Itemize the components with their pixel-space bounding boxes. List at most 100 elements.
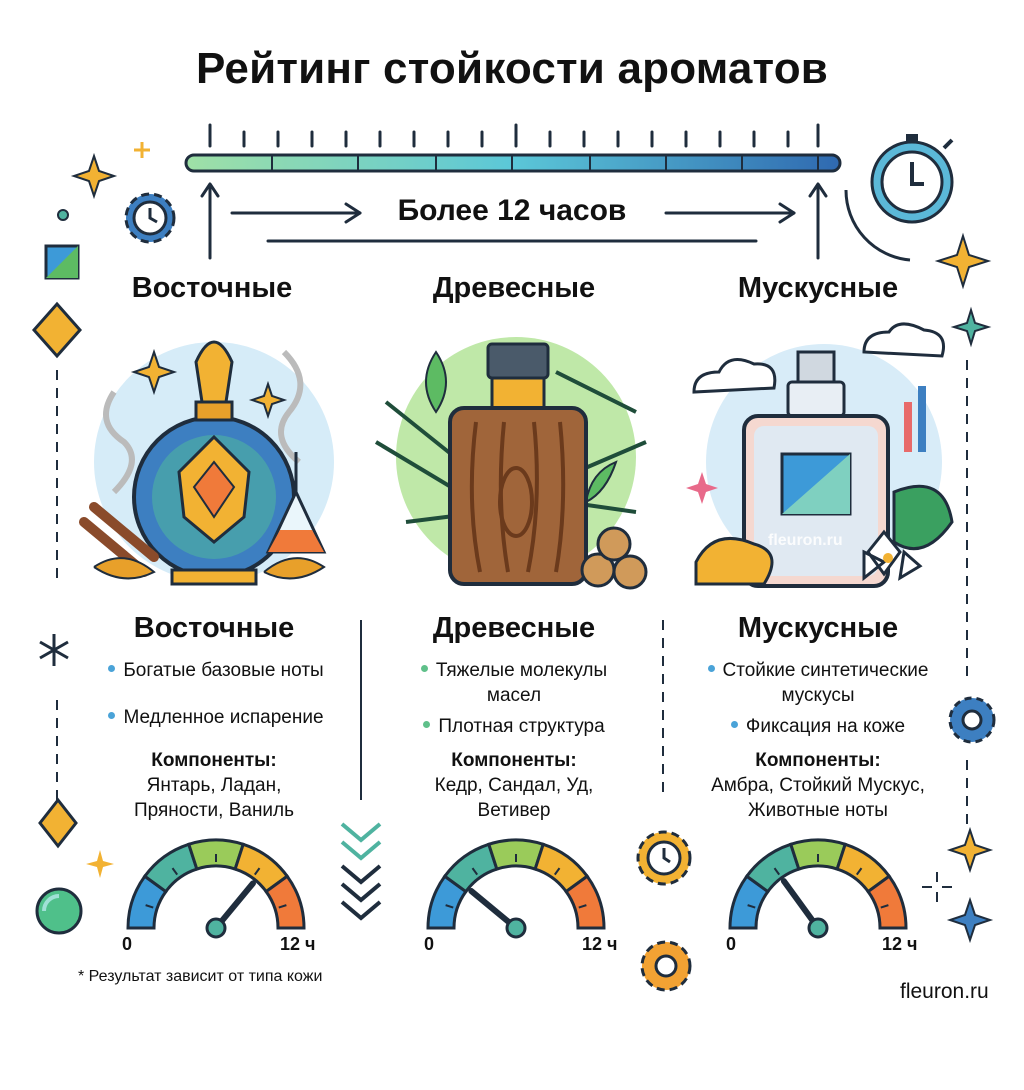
asterisk-icon — [39, 634, 69, 666]
gauge-max-label: 12 ч — [882, 934, 918, 954]
sparkle-right-icon — [934, 232, 992, 290]
components-text: Кедр, Сандал, Уд, Ветивер — [434, 775, 594, 821]
gear-clock-mid-icon — [636, 830, 692, 886]
gauge-oriental — [126, 838, 306, 939]
bullet-list-woody: Тяжелые молекулы масел Плотная структура — [364, 658, 664, 751]
gauge-musk — [728, 838, 908, 939]
gear-icon — [948, 696, 996, 744]
bullet-dot — [108, 712, 116, 720]
dashed-line-left — [56, 370, 58, 800]
gauge-tick — [568, 883, 577, 891]
gauge-woody — [426, 838, 606, 939]
category-title-woody: Древесные — [432, 272, 596, 304]
gauge-hub — [205, 917, 227, 939]
bullet-text: Плотная структура — [438, 716, 605, 737]
bullet-text: Тяжелые молекулы масел — [435, 660, 608, 706]
gauge-hub — [807, 917, 829, 939]
category-title-oriental: Восточные — [131, 272, 293, 304]
arc-decoration — [844, 189, 911, 262]
gauge-tick — [155, 883, 164, 891]
gauge-tick — [553, 867, 561, 876]
timeline-label: Более 12 часов — [397, 194, 627, 227]
bullet-item: Богатые базовые ноты — [66, 658, 366, 683]
dashed-line-right — [966, 360, 968, 830]
gauge-tick — [145, 904, 154, 909]
gauge-tick — [880, 904, 889, 909]
bullet-item: Медленное испарение — [66, 705, 366, 730]
bullet-text: Фиксация на коже — [745, 716, 906, 737]
gauge-tick — [535, 857, 540, 866]
gauge-tick — [235, 857, 240, 866]
gauge-hub — [505, 917, 527, 939]
stopwatch-icon — [870, 134, 954, 224]
footnote: * Результат зависит от типа кожи — [78, 968, 323, 985]
gauge-tick — [171, 867, 179, 876]
bullet-list-oriental: Богатые базовые ноты Медленное испарение — [66, 658, 366, 742]
gauge-tick — [455, 883, 464, 891]
gauge-tick — [278, 904, 287, 909]
gauge-tick — [855, 867, 863, 876]
diamond-small-icon — [38, 797, 78, 849]
bullet-dot — [707, 665, 715, 673]
bullet-text: Стойкие синтетические мускусы — [722, 660, 929, 706]
gauge-min-label: 0 — [424, 934, 435, 954]
sparkle-small-icon — [86, 850, 114, 878]
plus-icon — [134, 142, 150, 158]
bullet-dot — [108, 665, 116, 673]
woody-perfume-illustration — [374, 337, 648, 590]
bullet-item: Тяжелые молекулы масел — [364, 658, 664, 708]
gauge-tick — [578, 904, 587, 909]
site-name: fleuron.ru — [900, 980, 989, 1003]
gauge-tick — [773, 867, 781, 876]
bullet-item: Стойкие синтетические мускусы — [668, 658, 968, 708]
gauge-tick — [794, 857, 799, 866]
gauge-segment — [264, 874, 306, 930]
timeline-bar — [184, 123, 842, 260]
components-text: Амбра, Стойкий Мускус, Животные ноты — [711, 775, 925, 821]
gauge-max-label: 12 ч — [582, 934, 618, 954]
gauge-segment — [564, 874, 606, 930]
gauge-max-label: 12 ч — [280, 934, 316, 954]
chevrons-down-icon — [340, 822, 382, 921]
gauge-tick — [253, 867, 261, 876]
column-divider-1 — [360, 620, 362, 800]
diamond-icon — [31, 301, 83, 359]
sparkle-blue-icon — [946, 896, 994, 944]
bullet-text: Медленное испарение — [123, 707, 324, 728]
category-heading-oriental: Восточные — [133, 612, 295, 644]
components-label: Компоненты: — [151, 750, 277, 771]
gauge-segment — [866, 874, 908, 930]
dot-icon — [57, 209, 69, 221]
gauge-tick — [747, 904, 756, 909]
bullet-list-musk: Стойкие синтетические мускусы Фиксация н… — [668, 658, 968, 751]
category-heading-woody: Древесные — [432, 612, 596, 644]
crosshair-icon — [922, 872, 952, 902]
sparkle-icon — [70, 152, 118, 200]
gauge-tick — [445, 904, 454, 909]
musk-perfume-illustration — [686, 322, 954, 588]
gauge-tick — [492, 857, 497, 866]
components-text: Янтарь, Ладан, Пряности, Ваниль — [133, 775, 295, 821]
sparkle-right-lower-icon — [946, 826, 994, 874]
components-musk: Компоненты: Амбра, Стойкий Мускус, Живот… — [668, 748, 968, 823]
square-icon — [44, 244, 80, 280]
category-title-musk: Мускусные — [737, 272, 899, 304]
gauge-tick — [471, 867, 479, 876]
bullet-item: Фиксация на коже — [668, 714, 968, 739]
watermark: fleuron.ru — [768, 532, 843, 549]
gauge-tick — [192, 857, 197, 866]
circle-icon — [35, 887, 83, 935]
gear-clock-icon — [124, 192, 176, 244]
bullet-text: Богатые базовые ноты — [123, 660, 324, 681]
category-heading-musk: Мускусные — [737, 612, 899, 644]
page-title: Рейтинг стойкости ароматов — [195, 44, 829, 93]
gauge-tick — [757, 883, 766, 891]
oriental-perfume-illustration — [79, 340, 334, 586]
sparkle-teal-icon — [950, 306, 992, 348]
gauge-min-label: 0 — [726, 934, 737, 954]
components-oriental: Компоненты: Янтарь, Ладан, Пряности, Ван… — [64, 748, 364, 823]
gauge-tick — [268, 883, 277, 891]
gauge-min-label: 0 — [122, 934, 133, 954]
components-woody: Компоненты: Кедр, Сандал, Уд, Ветивер — [364, 748, 664, 823]
bullet-dot — [420, 665, 428, 673]
